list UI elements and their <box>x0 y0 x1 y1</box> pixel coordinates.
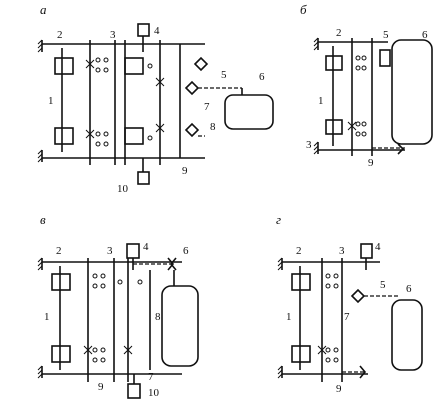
panel-a-machine-6 <box>224 94 274 130</box>
panel-b-planet-set-bottom <box>325 119 343 135</box>
label-6: 6 <box>406 283 412 295</box>
label-3: 3 <box>306 139 312 151</box>
label-7: 7 <box>204 101 210 113</box>
label-8: 8 <box>155 311 161 323</box>
label-1: 1 <box>48 95 54 107</box>
label-5: 5 <box>221 69 227 81</box>
panel-b-gear-mark <box>347 121 357 131</box>
panel-d-wall-top <box>277 257 283 271</box>
panel-b-machine-6 <box>391 39 433 145</box>
label-9: 9 <box>182 165 188 177</box>
label-4: 4 <box>375 241 381 253</box>
panel-d-planet-set-top <box>291 273 311 291</box>
label-7: 7 <box>344 311 350 323</box>
panel-a-planet-set-top <box>54 57 74 75</box>
panel-c-bearings <box>92 273 143 363</box>
label-5: 5 <box>383 29 389 41</box>
label-3: 3 <box>110 29 116 41</box>
panel-c-wall-top <box>37 257 43 271</box>
panel-a-planet-set-bottom <box>54 127 74 145</box>
label-2: 2 <box>296 245 302 257</box>
label-9: 9 <box>368 157 374 169</box>
panel-a-wall-bottom <box>37 149 43 163</box>
panel-d-brake-4 <box>360 243 373 259</box>
panel-c: в 2 3 <box>37 212 199 399</box>
panel-a-brake-4 <box>137 23 150 37</box>
panel-b-wall-top <box>313 37 319 51</box>
label-1: 1 <box>318 95 324 107</box>
label-2: 2 <box>336 27 342 39</box>
label-5: 5 <box>380 279 386 291</box>
panel-a-letter: а <box>40 2 47 17</box>
panel-a-coupling <box>184 56 209 138</box>
panel-b-planet-set-top <box>325 55 343 71</box>
label-6: 6 <box>422 29 428 41</box>
label-4: 4 <box>143 241 149 253</box>
label-3: 3 <box>339 245 345 257</box>
panel-b: б 2 5 6 1 3 9 <box>300 2 433 169</box>
panel-a-planet-set-bottom <box>124 127 144 145</box>
label-2: 2 <box>57 29 63 41</box>
panel-c-letter: в <box>40 212 46 227</box>
label-10: 10 <box>117 183 129 195</box>
panel-c-brake-10 <box>127 383 141 399</box>
panel-b-letter: б <box>300 2 307 17</box>
panel-d-gear-mark <box>317 345 327 355</box>
panel-c-brake-4 <box>126 243 140 259</box>
panel-a-wall-top <box>37 39 43 53</box>
panel-c-machine-6 <box>161 285 199 367</box>
label-6: 6 <box>183 245 189 257</box>
panel-a-planet-set-top <box>124 57 144 75</box>
label-8: 8 <box>210 121 216 133</box>
panel-d-bearings <box>325 273 339 363</box>
panel-c-planet-set-top <box>51 273 71 291</box>
label-9: 9 <box>98 381 104 393</box>
panel-d-machine-6 <box>391 299 423 371</box>
panel-a: а <box>37 2 274 195</box>
panel-c-planet-set-bottom <box>51 345 71 363</box>
panel-c-wall-bottom <box>37 365 43 379</box>
label-7: 7 <box>148 371 154 383</box>
panel-b-coupling-5 <box>379 49 391 67</box>
label-3: 3 <box>107 245 113 257</box>
panel-d: г 2 3 4 5 6 7 <box>276 212 423 395</box>
panel-a-gear-marks <box>85 59 165 139</box>
label-1: 1 <box>286 311 292 323</box>
panel-d-wall-bottom <box>277 365 283 379</box>
label-9: 9 <box>336 383 342 395</box>
panel-d-planet-set-bottom <box>291 345 311 363</box>
panel-d-letter: г <box>276 212 281 227</box>
label-10: 10 <box>148 387 160 399</box>
label-4: 4 <box>154 25 160 37</box>
panel-c-gear-marks <box>83 345 133 355</box>
panel-a-brake-10 <box>137 171 150 185</box>
panel-b-wall-bottom <box>313 141 319 155</box>
panel-d-coupling-7 <box>350 288 366 304</box>
label-6: 6 <box>259 71 265 83</box>
label-1: 1 <box>44 311 50 323</box>
label-2: 2 <box>56 245 62 257</box>
panel-b-bearings <box>355 55 367 137</box>
panel-a-bearings <box>95 57 153 147</box>
